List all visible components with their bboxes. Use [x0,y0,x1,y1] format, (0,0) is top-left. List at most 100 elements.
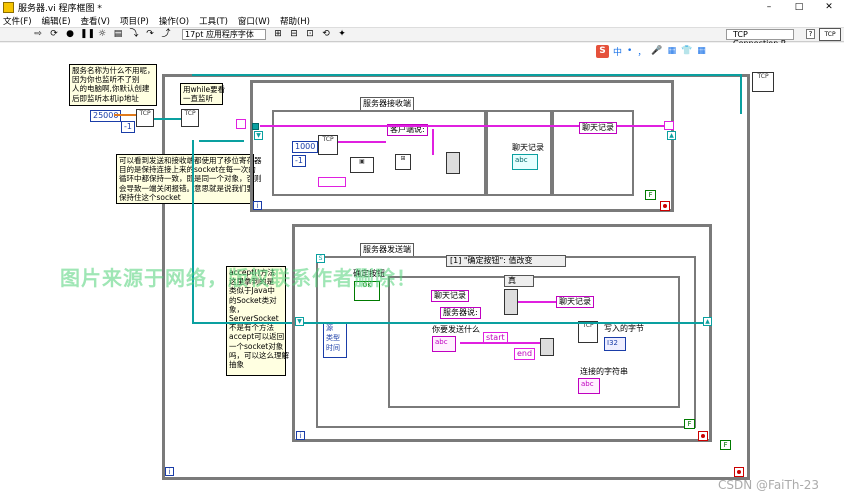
menu-window[interactable]: 窗口(W) [237,17,270,27]
outer-loop-stop-icon[interactable] [734,467,744,477]
font-select[interactable]: 17pt 应用程序字体 [182,29,266,40]
wire-top [192,74,742,76]
step-into-icon[interactable]: ⤵ [129,29,139,39]
tcp-listen-node[interactable]: TCP [136,109,154,127]
menu-file[interactable]: 文件(F) [3,17,32,27]
ime-toolbar: S 中 • ， 🎤 ▦ 👕 ▦ [596,44,711,58]
wire-port [114,114,136,116]
ime-mic-icon[interactable]: 🎤 [651,46,663,56]
ime-chinese-icon[interactable]: 中 [613,47,623,58]
sogou-logo-icon[interactable]: S [596,44,609,58]
event-type: 类型 [326,334,340,342]
menu-operate[interactable]: 操作(O) [158,17,190,27]
recv-timeout-constant[interactable]: -1 [292,155,306,167]
pause-icon[interactable]: ❚❚ [80,29,96,39]
cleanup-icon[interactable]: ✦ [338,29,346,39]
receive-while-loop[interactable] [250,80,674,212]
step-out-icon[interactable]: ⤴ [161,29,171,39]
client-says-constant[interactable]: 客户端说: [387,124,428,136]
end-constant[interactable]: end [514,348,536,360]
menu-bar: 文件(F) 编辑(E) 查看(V) 项目(P) 操作(O) 工具(T) 窗口(W… [0,15,844,28]
abort-icon[interactable]: ● [66,29,74,39]
distribute-icon[interactable]: ⊟ [290,29,298,39]
chat-log-out[interactable]: 聊天记录 [556,296,594,308]
minimize-button[interactable]: – [766,2,772,12]
help-icon[interactable]: ? [806,29,815,39]
wire-send-conn [296,322,708,324]
maximize-button[interactable]: □ [794,2,804,12]
ime-skin-icon[interactable]: 👕 [681,46,693,56]
what-to-send-control[interactable]: abc [432,336,456,352]
receive-frame-1 [272,110,486,196]
recv-build-array[interactable] [446,152,460,174]
retain-wire-icon[interactable]: ▤ [113,29,123,39]
send-loop-stop-icon[interactable] [698,431,708,441]
recv-stop-false-const[interactable]: F [645,190,656,200]
menu-project[interactable]: 项目(P) [120,17,149,27]
wire-client-says [432,129,434,155]
send-build-array[interactable] [504,289,518,315]
case-structure[interactable] [388,276,680,408]
recv-array-constant[interactable] [318,177,346,187]
ime-grid-icon[interactable]: ▦ [697,46,706,56]
menu-edit[interactable]: 编辑(E) [41,17,71,27]
receive-frame-2 [486,110,552,196]
palette-search[interactable]: TCP Connection R [726,29,794,48]
concat-node[interactable]: ⊞ [395,154,411,170]
chat-log-indicator-recv[interactable]: abc [512,154,538,170]
close-button[interactable]: ✕ [825,2,833,12]
event-data-node: 源 类型 时间 [323,322,347,358]
ime-keyboard-icon[interactable]: ▦ [667,46,677,56]
receive-frame-3 [552,110,634,196]
step-over-icon[interactable]: ↷ [146,29,154,39]
ime-punct-icon[interactable]: ， [637,47,647,58]
align-icon[interactable]: ⊞ [274,29,282,39]
recv-right-tunnel [664,121,674,130]
send-stop-false-const[interactable]: F [684,419,695,429]
chat-log-label-recv: 聊天记录 [512,143,544,152]
wire-chat-out [518,301,556,303]
run-continuous-icon[interactable]: ⟳ [50,29,58,39]
what-to-send-label: 你要发送什么 [432,325,480,334]
run-arrow-icon[interactable]: ⇨ [34,29,42,39]
listen-timeout-constant[interactable]: -1 [121,121,135,133]
recv-string-init[interactable] [236,119,246,129]
send-shift-register-right: ▲ [703,317,712,326]
tcp-read-node[interactable]: TCP [318,135,338,155]
port-constant[interactable]: 25000 [90,110,122,122]
menu-tools[interactable]: 工具(T) [199,17,228,27]
chat-log-local-send[interactable]: 聊天记录 [431,290,469,302]
note-accept: accept()方法 这里拿到的是 类似于Java中 的Socket类对 象， … [226,266,289,376]
highlight-icon[interactable]: ☼ [97,29,107,39]
send-loop-index: i [296,431,305,440]
tcp-wait-listener-node[interactable]: TCP [181,109,199,127]
recv-bytes-constant[interactable]: 1000 [292,141,319,153]
note-while: 用while要看 一直监听 [180,83,225,105]
outer-loop-index: i [165,467,174,476]
bytes-written-indicator[interactable]: I32 [604,337,626,351]
menu-view[interactable]: 查看(V) [80,17,110,27]
ime-dot-icon[interactable]: • [627,46,633,56]
wire-listener [154,118,181,120]
tcp-close-node[interactable]: TCP [752,72,774,92]
tcp-write-node[interactable]: TCP [578,321,598,343]
reorder-icon[interactable]: ⟲ [322,29,330,39]
labview-app-icon [3,2,14,13]
connected-string-indicator[interactable]: abc [578,378,600,394]
resize-icon[interactable]: ⊡ [306,29,314,39]
chat-log-local-recv[interactable]: 聊天记录 [579,122,617,134]
send-concat-node[interactable] [540,338,554,356]
vi-icon: TCP [819,28,841,41]
receive-loop-label: 服务器接收端 [360,97,414,111]
send-while-loop[interactable] [292,224,712,442]
recv-local-var[interactable]: ▣ [350,157,374,173]
outer-stop-false-const[interactable]: F [720,440,731,450]
server-says-constant[interactable]: 服务器说: [440,307,481,319]
menu-help[interactable]: 帮助(H) [279,17,310,27]
ok-button-terminal[interactable]: OK [354,281,380,301]
note-socket: 可以看到发送和接收端都使用了移位寄存器 目的是保持连接上来的socket在每一次… [116,154,262,204]
event-case-selector[interactable]: [1] "确定按钮": 值改变 [446,255,566,267]
recv-loop-stop-icon[interactable] [660,201,670,211]
case-selector-true[interactable]: 真 [504,275,534,287]
